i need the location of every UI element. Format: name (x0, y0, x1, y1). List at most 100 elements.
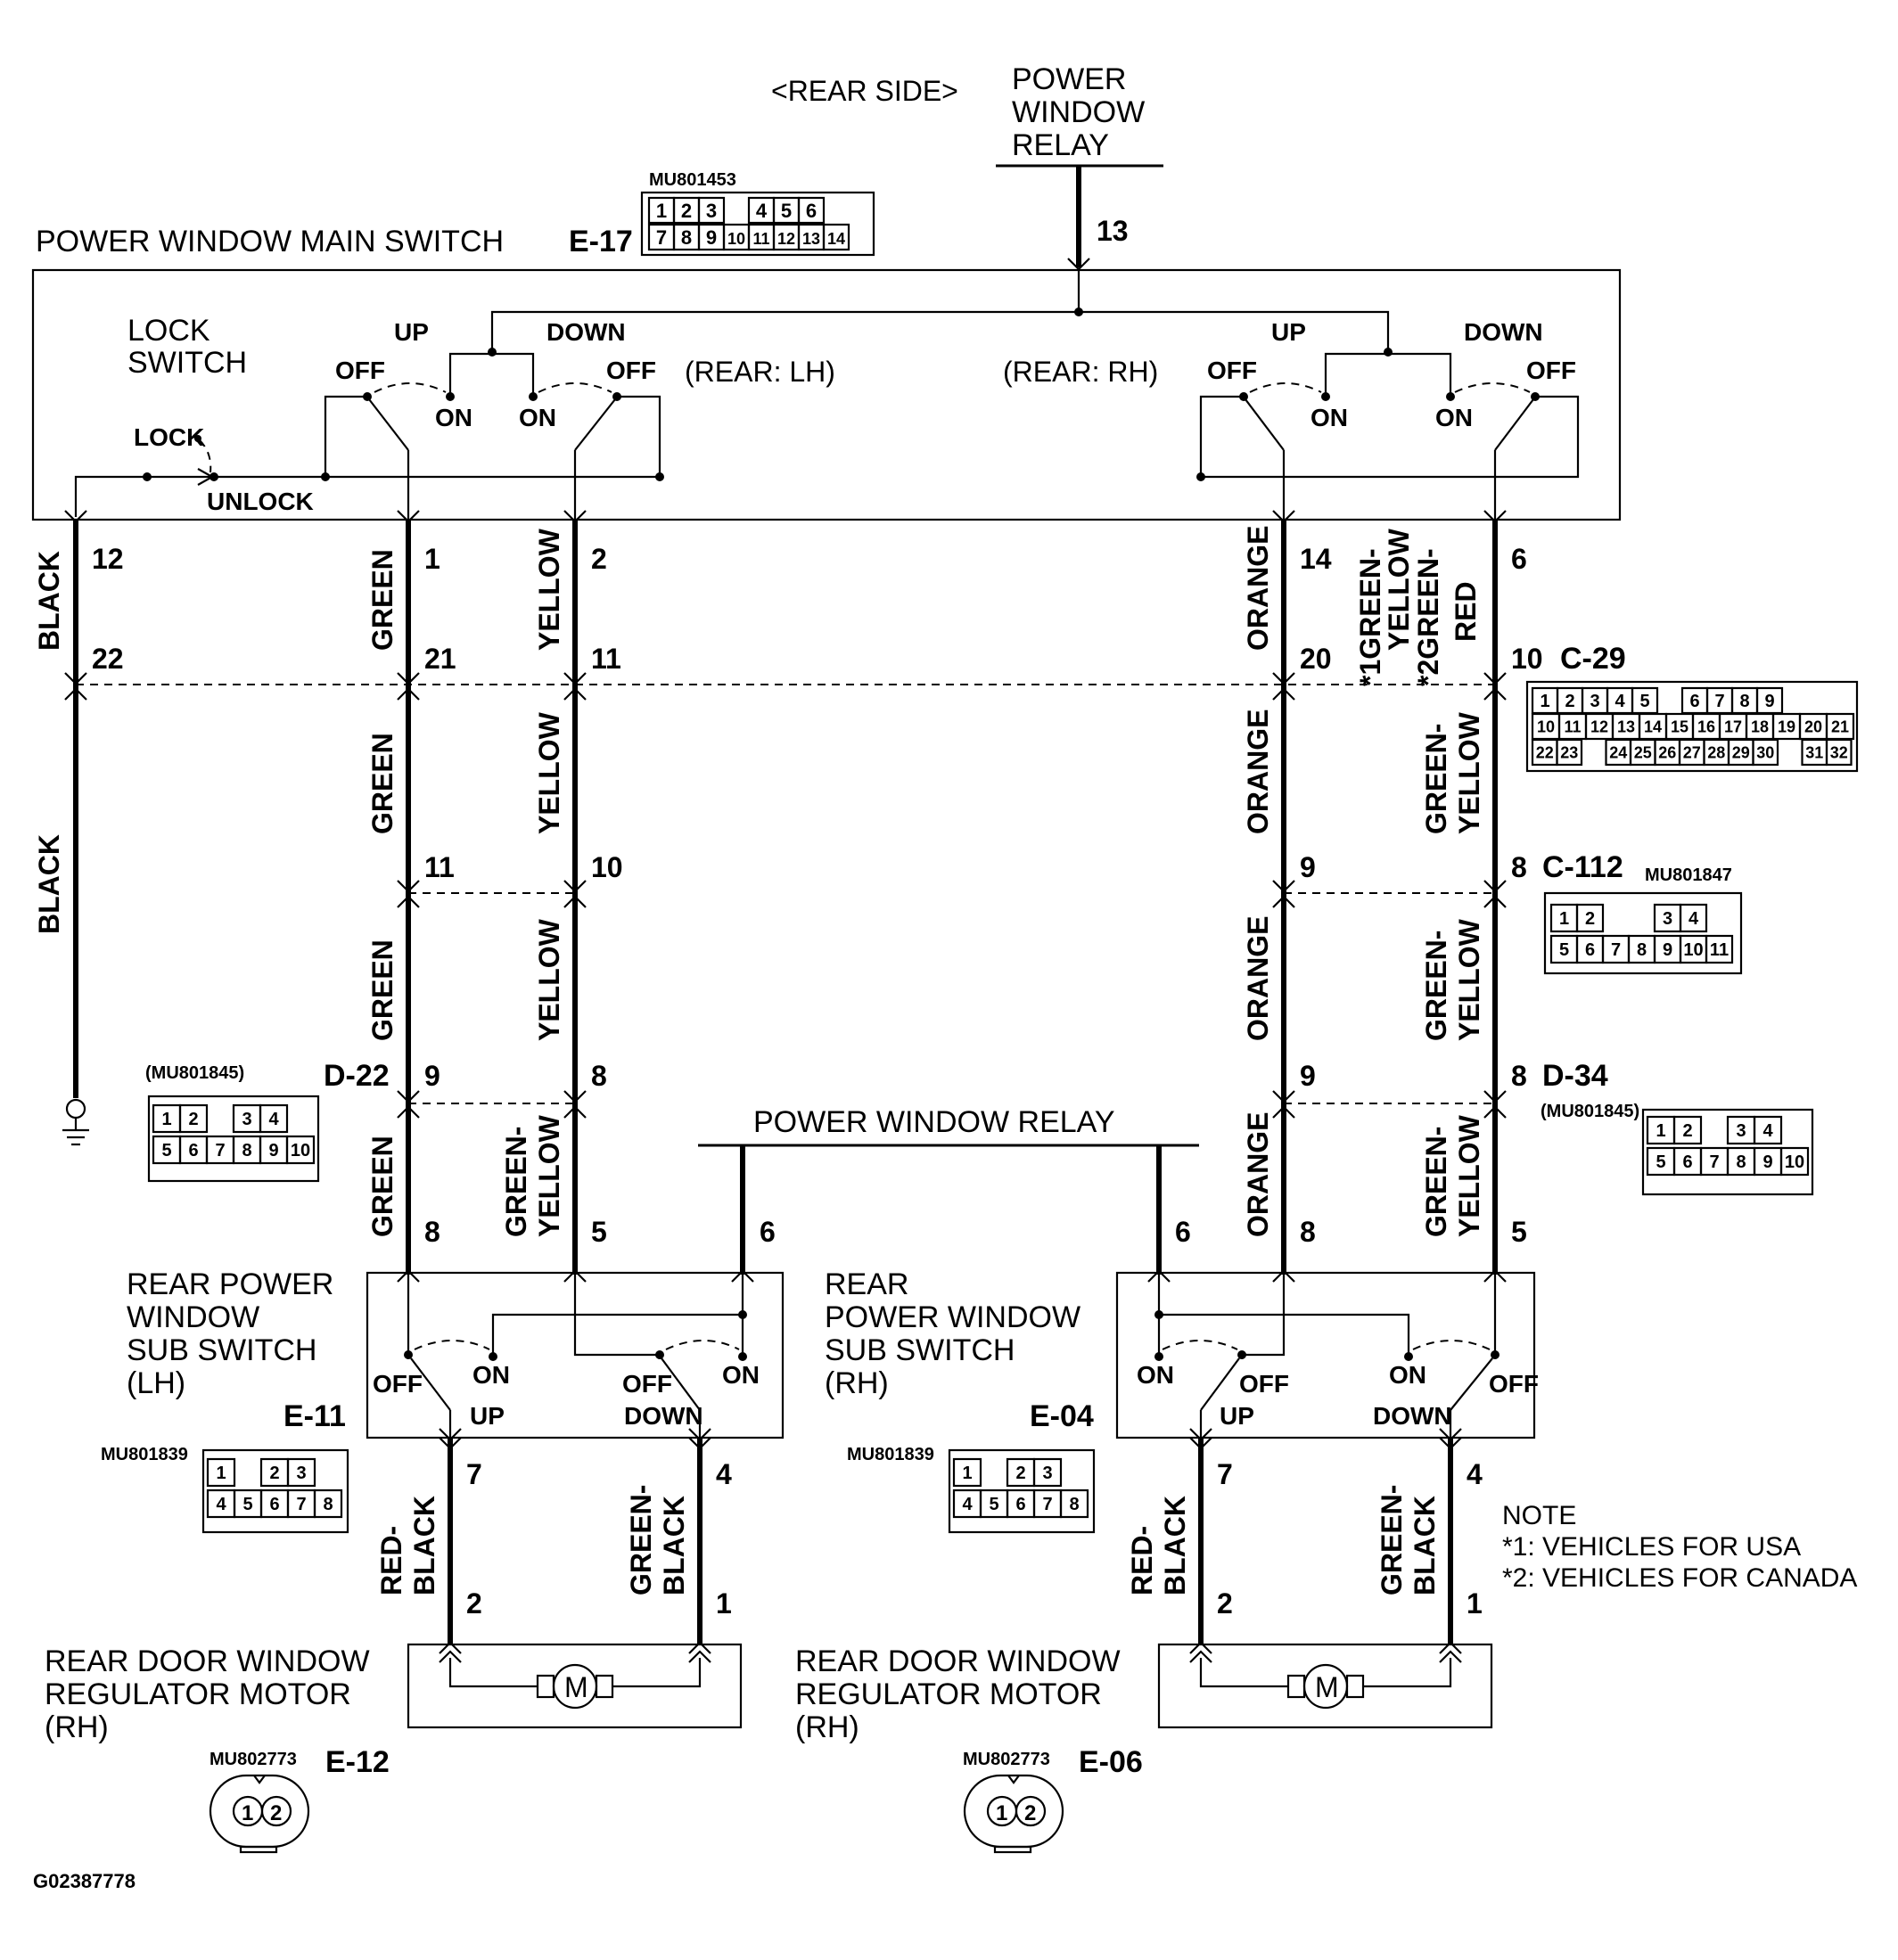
pin-number: 16 (1697, 718, 1715, 735)
pin-cell (178, 1103, 209, 1134)
connector-chevron (1272, 510, 1295, 523)
switch-link (374, 382, 447, 393)
wire-color-label: BLACK (1159, 1496, 1191, 1595)
pin-number: 7 (1042, 1495, 1052, 1514)
e11-part-no: MU801839 (101, 1445, 188, 1464)
connector-chevron (1483, 880, 1507, 893)
pin-number: 15 (1671, 718, 1688, 735)
pin-number: 5 (242, 1495, 252, 1514)
switch-link (538, 382, 612, 393)
rear-lh-label: (REAR: LH) (685, 356, 835, 388)
contact-dot (1531, 392, 1540, 401)
pin-number: 3 (296, 1464, 306, 1483)
pin-number: 1 (962, 1464, 972, 1483)
figure-id: G02387778 (33, 1870, 136, 1892)
pin-number: 1 (656, 200, 667, 222)
main-switch-box (31, 268, 1622, 521)
wire-color-label: GREEN (366, 549, 398, 651)
main-rh-on-label-2: ON (1435, 404, 1473, 431)
pin-number: 18 (1751, 718, 1769, 735)
sub-rh-on-label: ON (1137, 1361, 1174, 1389)
pin-number: 14 (827, 230, 845, 248)
pin-number: 29 (1732, 743, 1750, 761)
d34-label: D-34 (1542, 1059, 1608, 1093)
wire-color-label: GREEN- (1420, 1127, 1452, 1237)
pin-number: 11 (752, 230, 769, 248)
sub-lh-off-label: OFF (373, 1370, 423, 1398)
note-title: NOTE (1502, 1501, 1576, 1530)
pin-number: 2 (269, 1464, 279, 1483)
connector-chevron (563, 687, 587, 701)
e04-label: E-04 (1030, 1399, 1094, 1433)
pin-number: 5 (1639, 692, 1649, 711)
motor-lh-box (407, 1643, 743, 1729)
pin-number: 6 (269, 1495, 279, 1514)
pin-label: 11 (424, 851, 455, 883)
pin-cell (1779, 1146, 1810, 1177)
wire-color-label: *2GREEN- (1412, 548, 1444, 686)
connector-chevron (563, 1105, 587, 1119)
pin-number: 4 (1615, 692, 1625, 711)
motor-rh-label-2: REGULATOR MOTOR (795, 1677, 1102, 1711)
motor-wires (448, 1438, 1453, 1644)
wire-color-label: YELLOW (1453, 711, 1485, 834)
contact-dot (446, 392, 455, 401)
wire-color-label: RED- (375, 1526, 407, 1595)
pin-number: 32 (1830, 743, 1848, 761)
pin-label: 10 (1511, 643, 1543, 675)
pin-number: 4 (756, 200, 768, 222)
connector-chevron (563, 895, 587, 908)
wire-color-label: RED- (1126, 1526, 1158, 1595)
pin-number: 9 (1764, 692, 1774, 711)
pin-label: 21 (424, 643, 456, 675)
e12-connector-face (209, 1774, 310, 1854)
pin-label: 11 (591, 643, 621, 675)
contact-dot (529, 392, 538, 401)
pin-cell (1556, 738, 1583, 767)
connector-chevron (1272, 880, 1295, 893)
sub-switch-rh-box (1115, 1271, 1536, 1439)
pin-number: 26 (1658, 743, 1676, 761)
pin-number: 21 (1831, 718, 1849, 735)
pin-label: 2 (1217, 1587, 1233, 1620)
pin-number: 8 (1637, 940, 1647, 960)
pin-number: 12 (777, 230, 795, 248)
pin-label: 1 (424, 543, 440, 575)
main-rh-off-label-2: OFF (1526, 357, 1576, 384)
sub-lh-label-4: (LH) (127, 1366, 185, 1400)
sub-lh-off-label-2: OFF (622, 1370, 672, 1398)
wire-color-label: ORANGE (1242, 526, 1274, 651)
pin-label: 8 (424, 1216, 440, 1248)
pin-number: 9 (268, 1141, 278, 1160)
pin-label: 1 (716, 1587, 732, 1620)
wire-color-label: YELLOW (1453, 1114, 1485, 1237)
pin-cell (1679, 903, 1708, 933)
connector-chevron (439, 1650, 462, 1663)
pin-number: 10 (291, 1141, 310, 1160)
pin-number: 7 (296, 1495, 306, 1514)
wire-color-label: GREEN (366, 939, 398, 1041)
main-rh-off-label: OFF (1207, 357, 1257, 384)
wire-color-label: BLACK (1409, 1496, 1441, 1595)
switch-link (1454, 382, 1531, 393)
sub-rh-down-label: DOWN (1373, 1402, 1452, 1430)
pin-cell (1825, 738, 1853, 767)
pin-number: 4 (962, 1495, 973, 1514)
pin-number: 5 (1656, 1152, 1665, 1172)
wire-color-label: GREEN- (1420, 931, 1452, 1041)
pin-label: 4 (1467, 1458, 1483, 1490)
e12-pin-2: 2 (270, 1801, 282, 1825)
connector-chevron (1272, 672, 1295, 685)
motor-lh-label-3: (RH) (45, 1710, 109, 1744)
connector-chevron (397, 1269, 420, 1283)
sub-rh-internal (1154, 1275, 1500, 1438)
connector-chevron (563, 1269, 587, 1283)
main-lh-off-label-2: OFF (606, 357, 656, 384)
switch-blade (574, 398, 616, 451)
pin-number: 4 (1688, 909, 1699, 929)
pin-number: 8 (1739, 692, 1749, 711)
connector-chevron (1483, 687, 1507, 701)
connector-chevron (1189, 1650, 1212, 1663)
relay-top-label-1: POWER (1012, 62, 1126, 96)
